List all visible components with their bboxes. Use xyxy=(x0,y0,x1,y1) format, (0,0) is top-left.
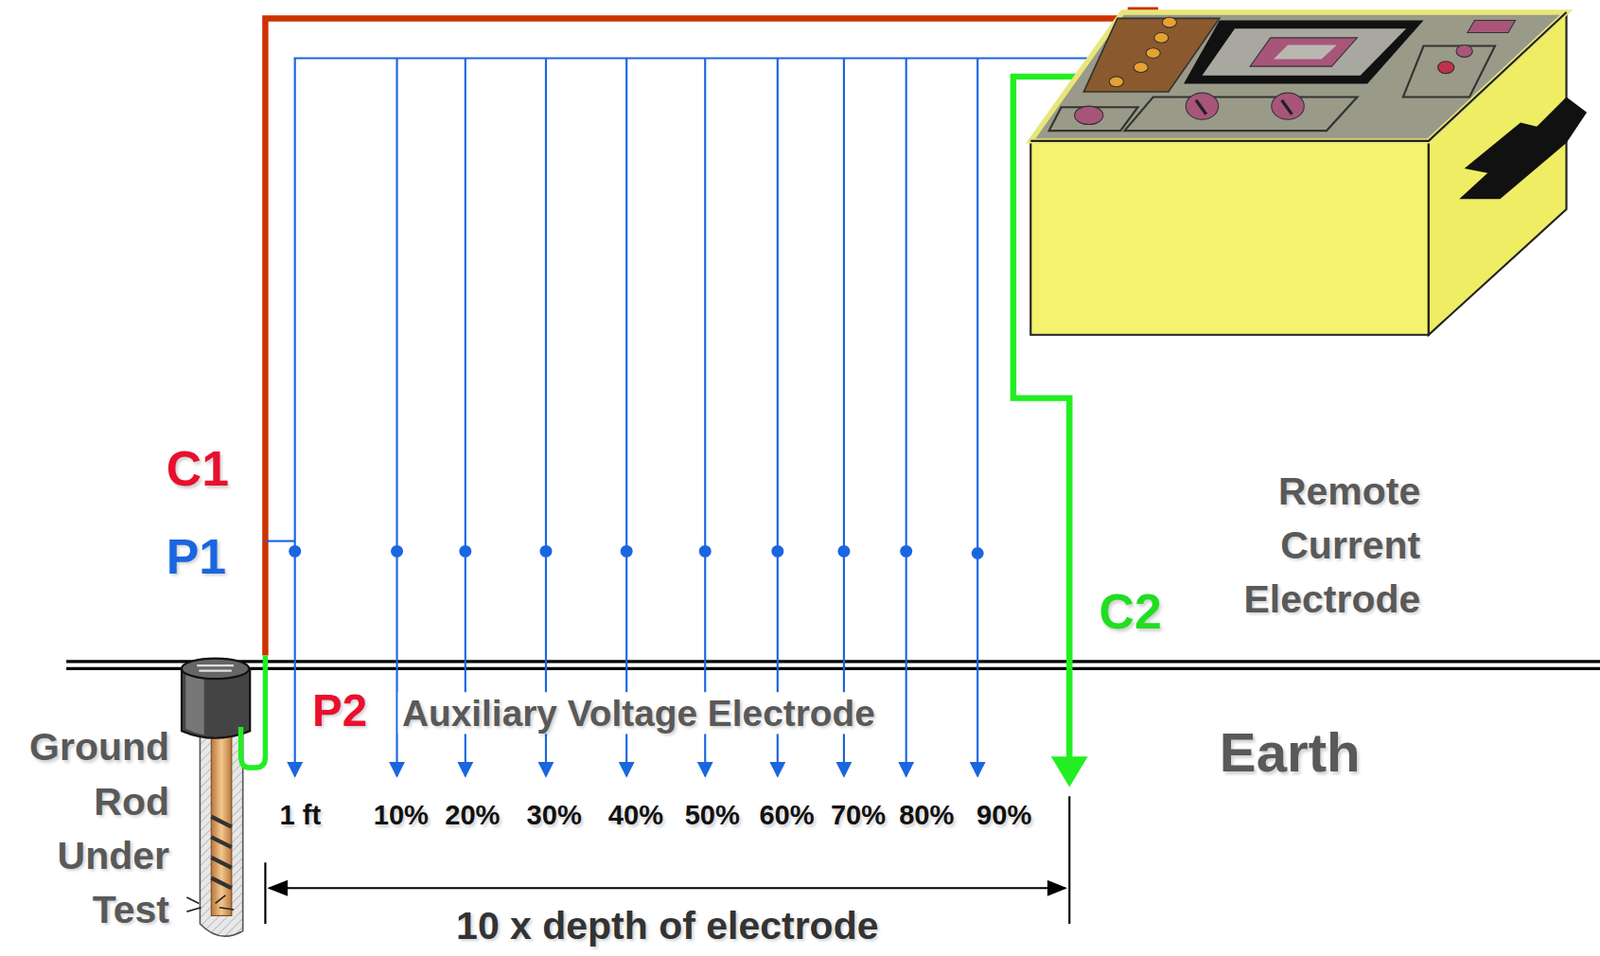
dimension-label: 10 x depth of electrode xyxy=(456,902,879,948)
percent-label: 30% xyxy=(527,800,582,832)
percent-label: 10% xyxy=(373,800,429,832)
percent-label: 50% xyxy=(685,800,740,832)
p2-drops xyxy=(288,57,984,775)
probe-drop xyxy=(976,57,979,775)
percent-label: 70% xyxy=(830,800,886,832)
percent-label: 80% xyxy=(898,800,954,832)
ground-tester xyxy=(1030,12,1587,335)
p1-tap xyxy=(264,540,295,543)
dimension-line xyxy=(269,886,1066,889)
probe-dot xyxy=(899,545,913,558)
probe-drop xyxy=(464,57,467,775)
probe-drop xyxy=(703,57,706,775)
probe-dot xyxy=(390,545,404,558)
percent-label: 20% xyxy=(444,800,500,832)
wire-label: P1 xyxy=(166,528,227,585)
ground-line xyxy=(66,659,1600,663)
distance-label: 1 ft xyxy=(280,800,322,832)
c1-rod-link xyxy=(241,654,266,768)
probe-drop xyxy=(843,57,845,775)
probe-drop xyxy=(294,57,297,775)
probe-drop xyxy=(545,57,547,775)
wire-label: C1 xyxy=(166,440,229,497)
c1-wire xyxy=(264,10,1159,656)
probe-dot xyxy=(699,545,712,558)
probe-drop xyxy=(395,57,398,775)
probe-dot xyxy=(540,545,553,558)
percent-label: 40% xyxy=(608,800,664,832)
wire-label: P2 xyxy=(312,684,368,737)
dimension-tick xyxy=(1068,795,1071,924)
probe-dot xyxy=(288,545,301,558)
percent-label: 60% xyxy=(758,800,814,832)
probe-drop xyxy=(776,57,779,775)
ground-line xyxy=(66,667,1600,670)
dimension-tick xyxy=(263,861,266,924)
wire-label: C2 xyxy=(1099,583,1162,640)
probe-dot xyxy=(837,545,850,558)
earth-label: Earth xyxy=(1219,720,1361,784)
probe-dot xyxy=(971,546,985,560)
ground-rod xyxy=(181,658,250,936)
electrode-label: Auxiliary Voltage Electrode xyxy=(398,691,880,734)
probe-dot xyxy=(620,545,633,558)
probe-dot xyxy=(458,545,472,558)
electrode-label: Remote Current Electrode xyxy=(1173,464,1421,627)
probe-drop xyxy=(625,57,628,775)
probe-drop xyxy=(905,57,908,775)
rod-label: Ground Rod Under Test xyxy=(0,720,170,937)
percent-label: 90% xyxy=(976,800,1032,832)
probe-dot xyxy=(771,545,784,558)
